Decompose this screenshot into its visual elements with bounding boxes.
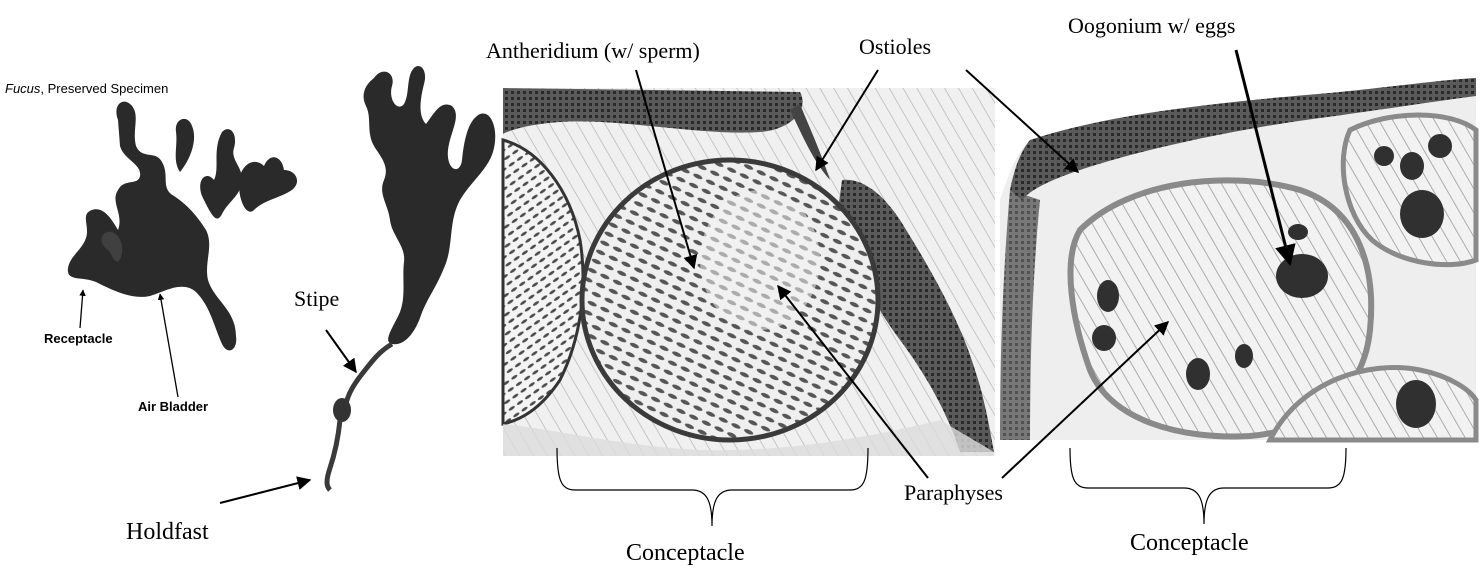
paraphyses-label: Paraphyses — [904, 480, 1003, 505]
holdfast-label: Holdfast — [126, 519, 209, 545]
antheridium-label: Antheridium (w/ sperm) — [486, 38, 700, 63]
female-conceptacle-micrograph — [1000, 78, 1476, 440]
caption-genus: Fucus — [5, 81, 41, 96]
small-specimen-image — [68, 102, 297, 351]
receptacle-annotation: Receptacle — [44, 290, 113, 346]
stipe-label: Stipe — [294, 286, 339, 311]
conceptacle-bracket-left — [557, 448, 868, 526]
air-bladder-annotation: Air Bladder — [138, 294, 208, 414]
holdfast-annotation: Holdfast — [126, 480, 310, 545]
receptacle-label: Receptacle — [44, 331, 113, 346]
conceptacle-label-left: Conceptacle — [626, 540, 745, 566]
stipe-annotation: Stipe — [294, 286, 356, 372]
stipe-arrow — [326, 330, 356, 372]
oogonium-label: Oogonium w/ eggs — [1068, 13, 1235, 38]
large-specimen-image — [327, 66, 495, 490]
conceptacle-bracket-right — [1070, 448, 1346, 524]
conceptacle-label-right: Conceptacle — [1130, 530, 1249, 556]
ostioles-label: Ostioles — [859, 34, 931, 59]
specimen-caption: Fucus, Preserved Specimen — [5, 81, 168, 96]
holdfast-arrow — [220, 480, 310, 503]
svg-text:Fucus, Preserved Specimen: Fucus, Preserved Specimen — [5, 81, 168, 96]
receptacle-arrow — [80, 290, 83, 328]
air-bladder-arrow — [160, 294, 178, 397]
air-bladder-label: Air Bladder — [138, 399, 208, 414]
caption-rest: , Preserved Specimen — [40, 81, 168, 96]
male-conceptacle-micrograph — [503, 88, 995, 456]
